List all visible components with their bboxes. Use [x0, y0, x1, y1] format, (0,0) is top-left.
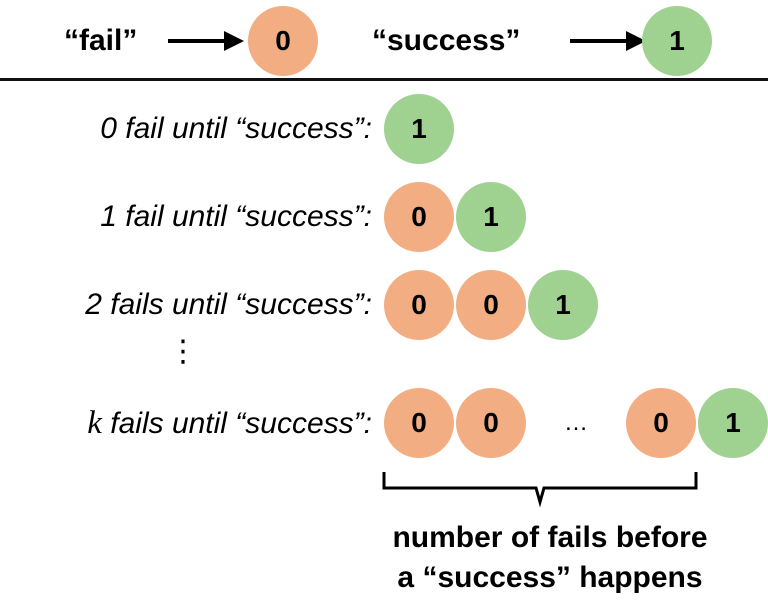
row-label-0-fails: 0 fail until “success”: — [100, 112, 372, 145]
row-label-k-fails: k fails until “success”: — [0, 398, 372, 448]
fail-circle: 0 — [384, 270, 454, 340]
success-circle: 1 — [456, 182, 526, 252]
legend-fail-label: “fail” — [64, 24, 138, 57]
fail-circle: 0 — [626, 388, 696, 458]
underbrace-icon — [382, 472, 698, 508]
row-label-2-fails: 2 fails until “success”: — [85, 288, 372, 321]
row-label-k-rest: fails until “success”: — [101, 407, 372, 440]
row-label-1-fail: 1 fail until “success”: — [100, 200, 372, 233]
horizontal-ellipsis: … — [564, 409, 588, 436]
variable-k: k — [87, 405, 102, 441]
fail-circle: 0 — [384, 182, 454, 252]
caption-line-1: number of fails before — [392, 521, 708, 554]
caption: number of fails before a “success” happe… — [290, 518, 768, 598]
caption-line-2: a “success” happens — [397, 561, 703, 594]
success-circle: 1 — [528, 270, 598, 340]
right-arrow-icon — [570, 31, 646, 51]
success-circle: 1 — [384, 94, 454, 164]
right-arrow-icon — [168, 31, 244, 51]
fail-circle: 0 — [384, 388, 454, 458]
legend-fail-circle: 0 — [248, 6, 318, 76]
success-circle: 1 — [698, 388, 768, 458]
legend-success-circle: 1 — [642, 6, 712, 76]
legend-success-label: “success” — [372, 24, 521, 57]
vertical-ellipsis: ⋮ — [168, 335, 198, 368]
fail-circle: 0 — [456, 270, 526, 340]
fail-circle: 0 — [456, 388, 526, 458]
divider-line — [0, 78, 768, 81]
